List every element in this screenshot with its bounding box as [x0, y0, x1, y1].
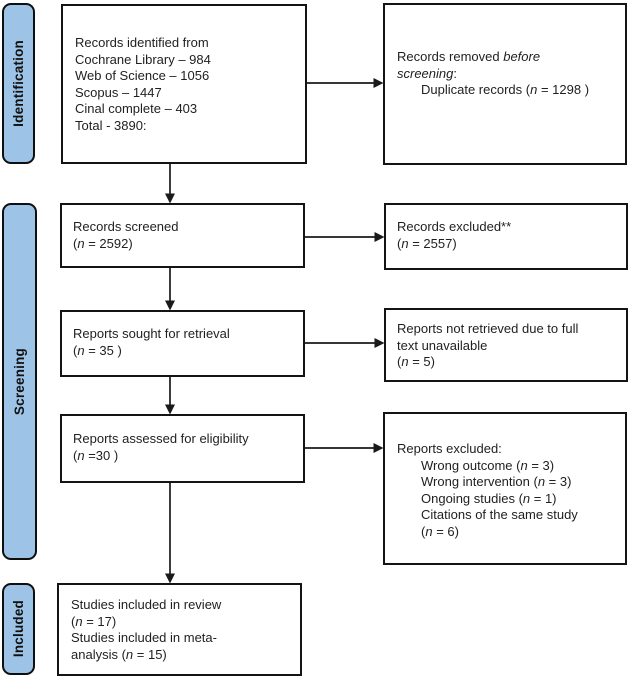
box-text-line: Citations of the same study [421, 507, 578, 522]
box-text-line: Studies included in meta- [71, 630, 217, 645]
stage-screening-label: Screening [12, 347, 27, 416]
box-text-line: Web of Science – 1056 [75, 68, 210, 83]
box-text-line: (n = 17) [71, 613, 117, 629]
box-text-line: (n = 35 ) [73, 342, 122, 358]
box-text-line: Records excluded** [397, 219, 512, 234]
box-text-line: (n = 2557) [397, 235, 457, 251]
box-text-line: Wrong outcome (n = 3) [421, 457, 555, 473]
stage-screening: Screening [2, 203, 37, 560]
stage-included-label: Included [11, 600, 26, 658]
box-text-line: Duplicate records (n = 1298 ) [421, 82, 590, 97]
box-text-line: Cochrane Library – 984 [75, 51, 211, 67]
box-records-screened: Records screened(n = 2592) [60, 203, 305, 268]
box-text-line: analysis (n = 15) [71, 646, 167, 662]
stage-identification-label: Identification [11, 40, 26, 127]
box-reports-assessed-for-eligibility: Reports assessed for eligibility(n =30 ) [60, 414, 305, 483]
box-text-line: Wrong intervention (n = 3) [421, 474, 572, 489]
box-studies-included: Studies included in review(n = 17)Studie… [57, 583, 302, 676]
box-text-line: (n = 5) [397, 354, 435, 369]
box-text-line: Records identified from [75, 35, 209, 50]
box-text-line: Ongoing studies (n = 1) [421, 490, 557, 506]
box-text-line: Studies included in review [71, 597, 222, 612]
box-text-line: screening: [397, 65, 457, 81]
box-records-excluded: Records excluded**(n = 2557) [384, 203, 628, 270]
box-text-line: Cinal complete – 403 [75, 101, 198, 116]
box-text-line: Reports assessed for eligibility [73, 431, 249, 446]
box-text-line: Records removed before [397, 49, 541, 64]
box-text-line: Reports sought for retrieval [73, 326, 230, 341]
box-text-line: Total - 3890: [75, 117, 147, 133]
box-text-line: Reports excluded: [397, 441, 502, 456]
box-reports-excluded: Reports excluded:Wrong outcome (n = 3)Wr… [383, 412, 627, 565]
box-text-line: (n =30 ) [73, 447, 119, 463]
stage-identification: Identification [2, 3, 35, 164]
box-text-line: (n = 6) [421, 523, 459, 539]
stage-included: Included [2, 583, 35, 675]
box-reports-sought-for-retrieval: Reports sought for retrieval(n = 35 ) [60, 310, 305, 377]
box-text-line: Scopus – 1447 [75, 84, 162, 100]
box-text-line: Records screened [73, 219, 179, 234]
box-text-line: text unavailable [397, 337, 488, 353]
box-text-line: (n = 2592) [73, 235, 133, 251]
box-text-line: Reports not retrieved due to full [397, 321, 579, 336]
